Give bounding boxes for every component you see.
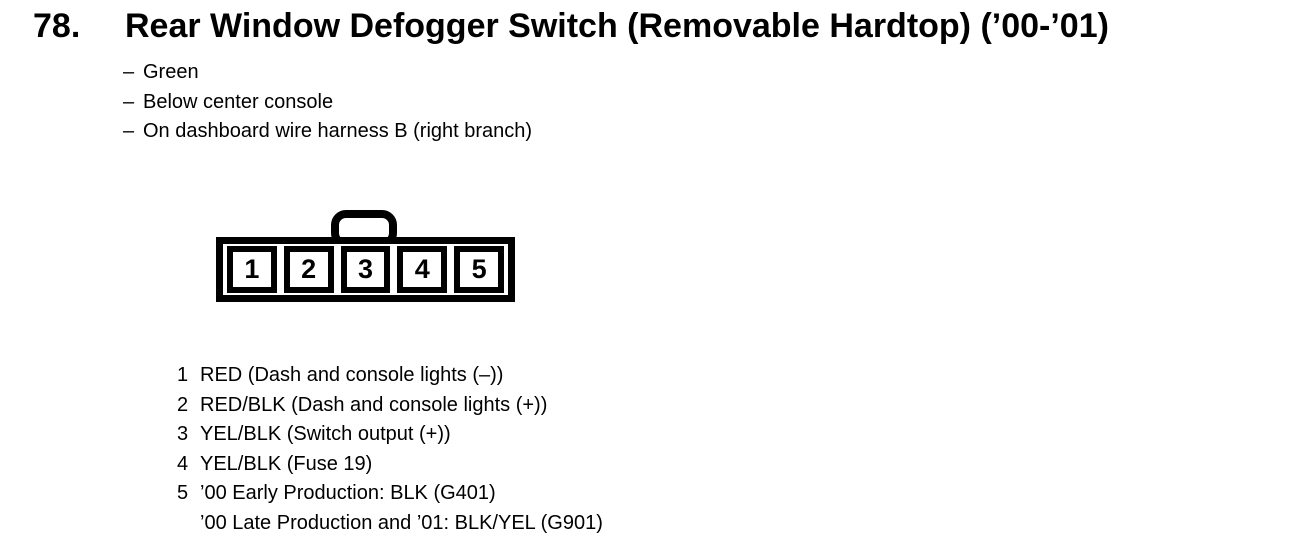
dash-marker: – bbox=[123, 61, 135, 83]
pin-description: RED/BLK (Dash and console lights (+)) bbox=[200, 393, 548, 416]
connector-cavity-5: 5 bbox=[454, 246, 504, 293]
connector-cavity-3: 3 bbox=[340, 246, 391, 293]
connector-latch-icon bbox=[331, 210, 397, 238]
pin-number: 3 bbox=[177, 423, 189, 445]
dash-marker: – bbox=[123, 90, 135, 113]
note-item: – On dashboard wire harness B (right bra… bbox=[123, 117, 532, 147]
cavity-number: 3 bbox=[357, 254, 373, 284]
pinout-row: 3 YEL/BLK (Switch output (+)) bbox=[177, 420, 603, 450]
cavity-number: 1 bbox=[244, 254, 260, 284]
note-text: On dashboard wire harness B (right branc… bbox=[143, 120, 533, 142]
pinout-list: 1 RED (Dash and console lights (–)) 2 RE… bbox=[177, 361, 603, 538]
pinout-row: ’00 Late Production and ’01: BLK/YEL (G9… bbox=[177, 509, 603, 539]
dash-marker: – bbox=[123, 120, 135, 142]
pin-description: ’00 Late Production and ’01: BLK/YEL (G9… bbox=[200, 511, 603, 534]
connector-cavity-2: 2 bbox=[283, 246, 334, 293]
note-item: – Below center console bbox=[123, 88, 532, 118]
connector-cavity-4: 4 bbox=[397, 246, 448, 293]
pin-number bbox=[177, 509, 200, 539]
section-number: 78. bbox=[33, 7, 81, 45]
connector-cavity-1: 1 bbox=[227, 246, 277, 293]
note-text: Green bbox=[143, 61, 199, 83]
notes-list: – Green – Below center console – On dash… bbox=[123, 58, 532, 147]
note-item: – Green bbox=[123, 58, 532, 88]
note-text: Below center console bbox=[143, 90, 334, 113]
cavity-number: 4 bbox=[414, 254, 430, 284]
pinout-row: 2 RED/BLK (Dash and console lights (+)) bbox=[177, 391, 603, 421]
pin-number: 4 bbox=[177, 452, 189, 475]
section-header: 78. Rear Window Defogger Switch (Removab… bbox=[33, 6, 1109, 47]
pinout-row: 4 YEL/BLK (Fuse 19) bbox=[177, 450, 603, 480]
pin-number: 5 bbox=[177, 482, 189, 504]
pin-number: 1 bbox=[177, 364, 189, 386]
pinout-row: 1 RED (Dash and console lights (–)) bbox=[177, 361, 603, 391]
pin-description: ’00 Early Production: BLK (G401) bbox=[200, 482, 496, 504]
cavity-number: 2 bbox=[301, 254, 317, 284]
cavity-number: 5 bbox=[471, 254, 487, 284]
pin-number: 2 bbox=[177, 393, 189, 416]
pin-description: YEL/BLK (Switch output (+)) bbox=[200, 423, 451, 445]
section-title: Rear Window Defogger Switch (Removable H… bbox=[125, 7, 1109, 45]
pin-description: YEL/BLK (Fuse 19) bbox=[200, 452, 373, 475]
pin-description: RED (Dash and console lights (–)) bbox=[200, 364, 504, 386]
connector-diagram: 1 2 3 4 5 bbox=[216, 237, 515, 302]
pinout-row: 5 ’00 Early Production: BLK (G401) bbox=[177, 479, 603, 509]
